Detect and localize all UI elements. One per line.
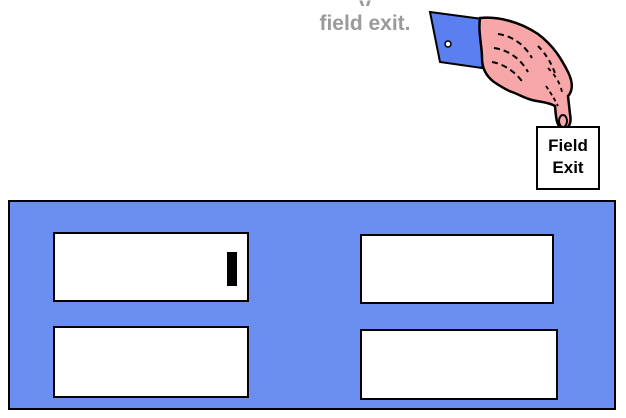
- input-field-top-right[interactable]: [360, 234, 554, 304]
- key-label-line1: Field: [548, 136, 588, 155]
- caption-cut-line: y: [270, 0, 460, 6]
- instruction-caption: y field exit.: [270, 0, 460, 36]
- key-label-line2: Exit: [552, 158, 584, 177]
- caption-line: field exit.: [319, 12, 411, 35]
- input-field-bottom-left[interactable]: [53, 326, 249, 398]
- screen-panel: [8, 200, 616, 410]
- field-exit-key[interactable]: Field Exit: [536, 126, 600, 190]
- input-field-top-left[interactable]: [53, 232, 249, 302]
- input-field-bottom-right[interactable]: [360, 329, 558, 400]
- pointing-hand-icon: [428, 10, 573, 130]
- text-cursor-icon: [227, 252, 237, 286]
